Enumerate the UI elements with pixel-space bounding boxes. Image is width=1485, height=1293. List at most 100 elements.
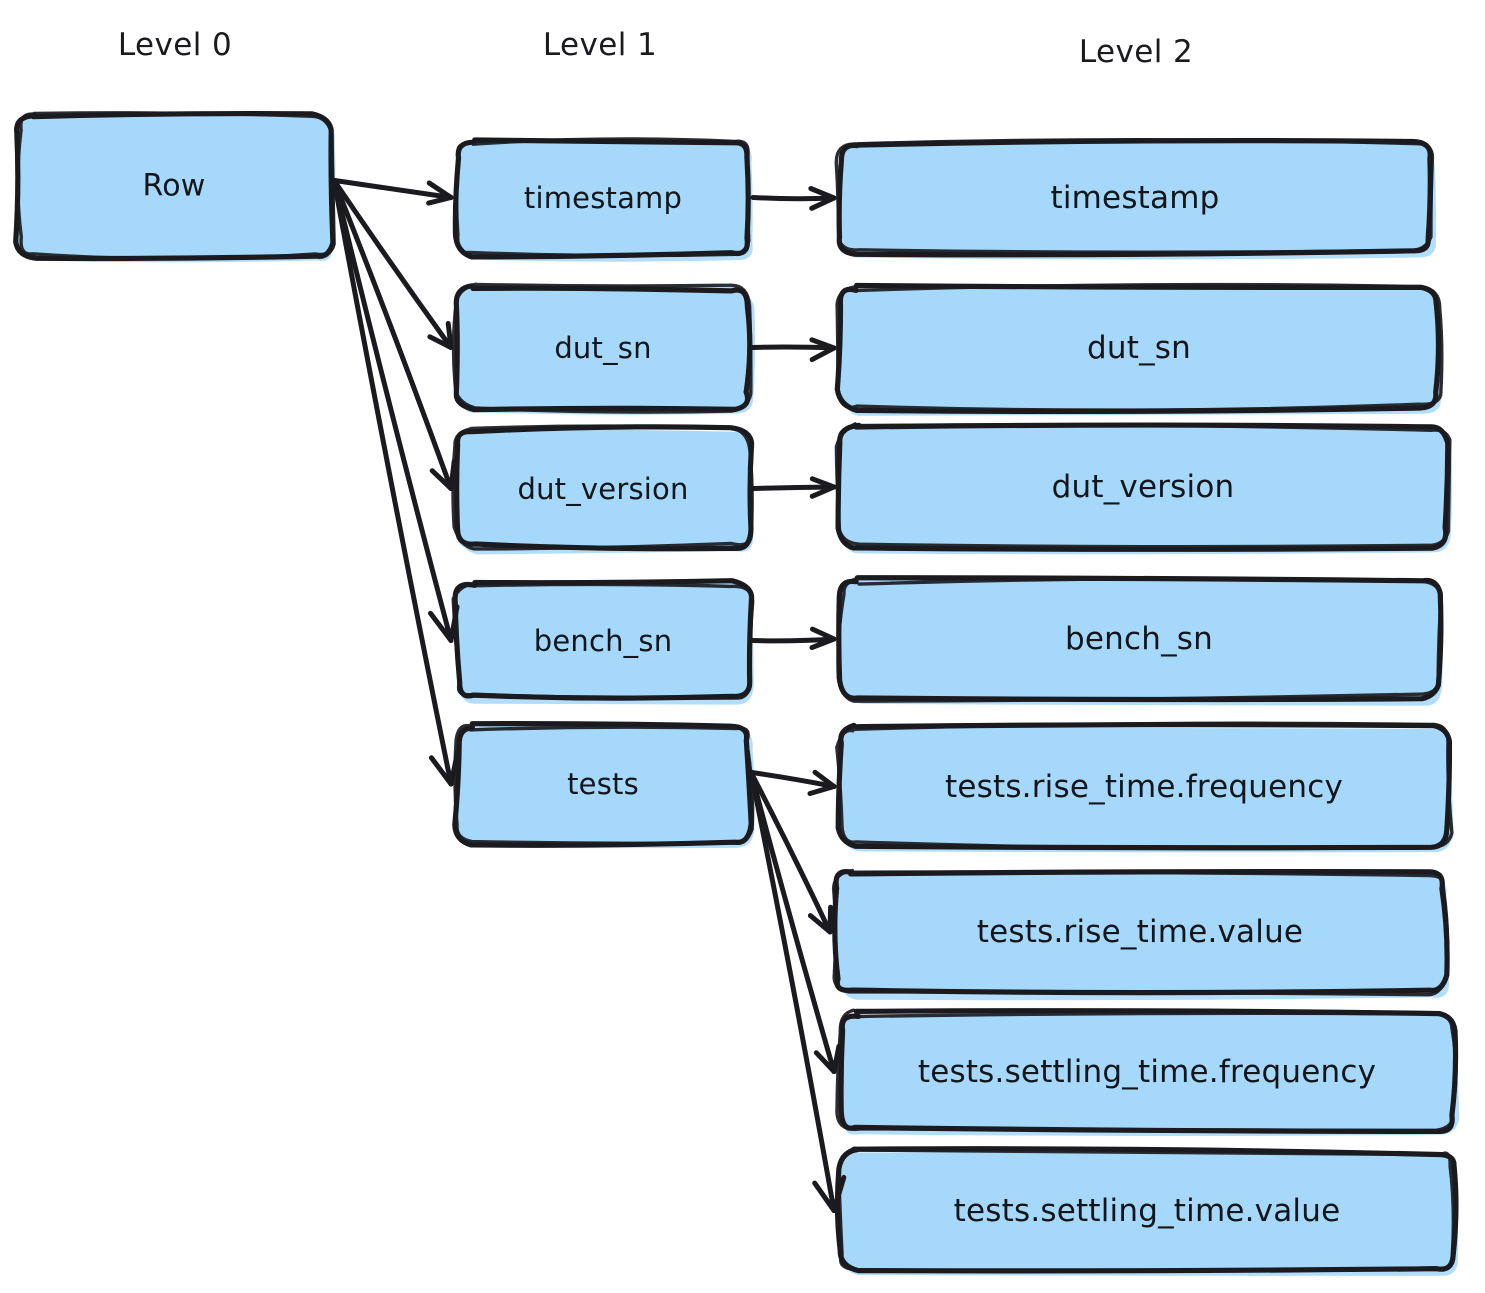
node-label: timestamp [1050,180,1220,216]
arrow-head-barb [809,476,837,490]
edge-row-to-l1-dut_sn [331,177,454,350]
node-label: dut_version [1051,469,1235,505]
edge-row-to-l1-dut_version [331,177,457,491]
arrow-head-barb [448,748,461,787]
edge-l1-tests-to-l2-tests.settling_time.value [748,769,847,1213]
node-label: bench_sn [1065,621,1213,657]
node-label: Row [142,168,206,204]
node-l2-dut_sn[interactable] [834,282,1444,416]
arrow-head-barb [809,484,837,499]
edge-l1-tests-to-l2-tests.rise_time.frequency [748,769,837,796]
node-label: tests.rise_time.frequency [945,768,1343,805]
edge-l1-timestamp-to-l2-timestamp [750,186,837,211]
arrow-head-barb [426,195,454,206]
edge-row-to-l1-timestamp [331,177,454,206]
node-l2-tests.settling_time.frequency[interactable] [835,1008,1460,1136]
arrow-head-barb [831,1174,847,1213]
node-l2-tests.rise_time.frequency[interactable] [835,721,1454,853]
arrow-head-barb [807,784,837,796]
node-fill [838,426,1447,548]
level-header-0: Level 0 [117,27,233,63]
node-outline [831,868,1450,997]
edge-row-to-l1-bench_sn [331,177,460,643]
node-fill [17,116,332,258]
node-l2-dut_version[interactable] [834,422,1453,555]
edge-l1-tests-to-l2-tests.rise_time.value [748,769,834,935]
arrow-head-barb [807,913,833,935]
node-label: tests [567,767,639,801]
node-fill [456,285,751,409]
node-l2-tests.settling_time.value[interactable] [834,1146,1459,1276]
node-fill [455,428,751,549]
arrow-shaft [331,177,454,491]
arrow-shaft [748,769,833,935]
node-outline [453,723,755,846]
arrow-head-barb [813,1050,837,1074]
node-outline [451,424,754,551]
node-l1-dut_version[interactable] [451,424,755,555]
node-label: bench_sn [533,623,673,658]
node-l1-tests[interactable] [452,721,755,849]
arrow-head-barb [426,180,454,200]
node-label: timestamp [523,180,683,215]
node-outline [836,576,1443,703]
node-outline [451,282,753,414]
node-fill [838,285,1440,410]
level-header-1: Level 1 [542,27,658,63]
arrow-shaft [748,769,837,789]
edge-l1-bench_sn-to-l2-bench_sn [750,626,837,651]
node-outline [832,868,1450,996]
node-label: dut_sn [1087,330,1191,366]
arrow-head-barb [429,468,454,491]
node-l1-dut_sn[interactable] [451,282,756,415]
node-fill [838,1013,1455,1131]
node-l2-tests.rise_time.value[interactable] [831,868,1450,1001]
arrow-head-barb [808,186,837,201]
node-outline [835,1008,1458,1133]
arrow-head-barb [427,334,454,350]
node-fill [455,139,750,256]
arrow-head-barb [809,345,837,363]
arrow-head-barb [809,337,837,351]
arrow-shaft [750,344,837,351]
arrow-shaft [331,177,454,350]
node-label: tests.rise_time.value [976,914,1304,950]
arrow-head-barb [809,636,837,651]
node-outline [454,137,751,258]
node-label: dut_sn [554,330,652,365]
node-row[interactable] [13,110,336,263]
arrow-shaft [331,177,454,200]
node-l2-timestamp[interactable] [834,137,1437,260]
node-fill [457,581,751,700]
arrow-shaft [750,484,837,491]
node-outline [834,422,1452,549]
node-l2-bench_sn[interactable] [836,575,1444,706]
edge-l1-dut_sn-to-l2-dut_sn [750,337,837,363]
node-outline [836,1146,1456,1273]
node-l1-timestamp[interactable] [452,137,753,262]
arrow-head-barb [448,458,457,491]
node-outline [835,721,1454,851]
node-outline [451,582,755,700]
arrow-shaft [748,769,837,1074]
arrow-head-barb [448,604,460,643]
edge-row-to-l1-tests [331,177,461,787]
node-outline [835,282,1444,412]
node-label: tests.settling_time.frequency [917,1053,1377,1090]
arrow-head-barb [428,610,454,643]
node-fill [839,727,1450,846]
arrow-shaft [748,769,837,1213]
arrow-head-barb [812,1180,837,1213]
node-label: tests.settling_time.value [953,1192,1341,1229]
arrow-head-barb [827,904,834,935]
node-fill [834,871,1446,993]
edge-l1-tests-to-l2-tests.settling_time.frequency [748,769,842,1074]
node-outline [834,137,1435,254]
arrow-shaft [750,636,837,644]
arrow-shaft [750,195,837,202]
arrow-head-barb [810,626,837,642]
node-l1-bench_sn[interactable] [451,578,755,705]
arrow-shaft [331,177,454,787]
